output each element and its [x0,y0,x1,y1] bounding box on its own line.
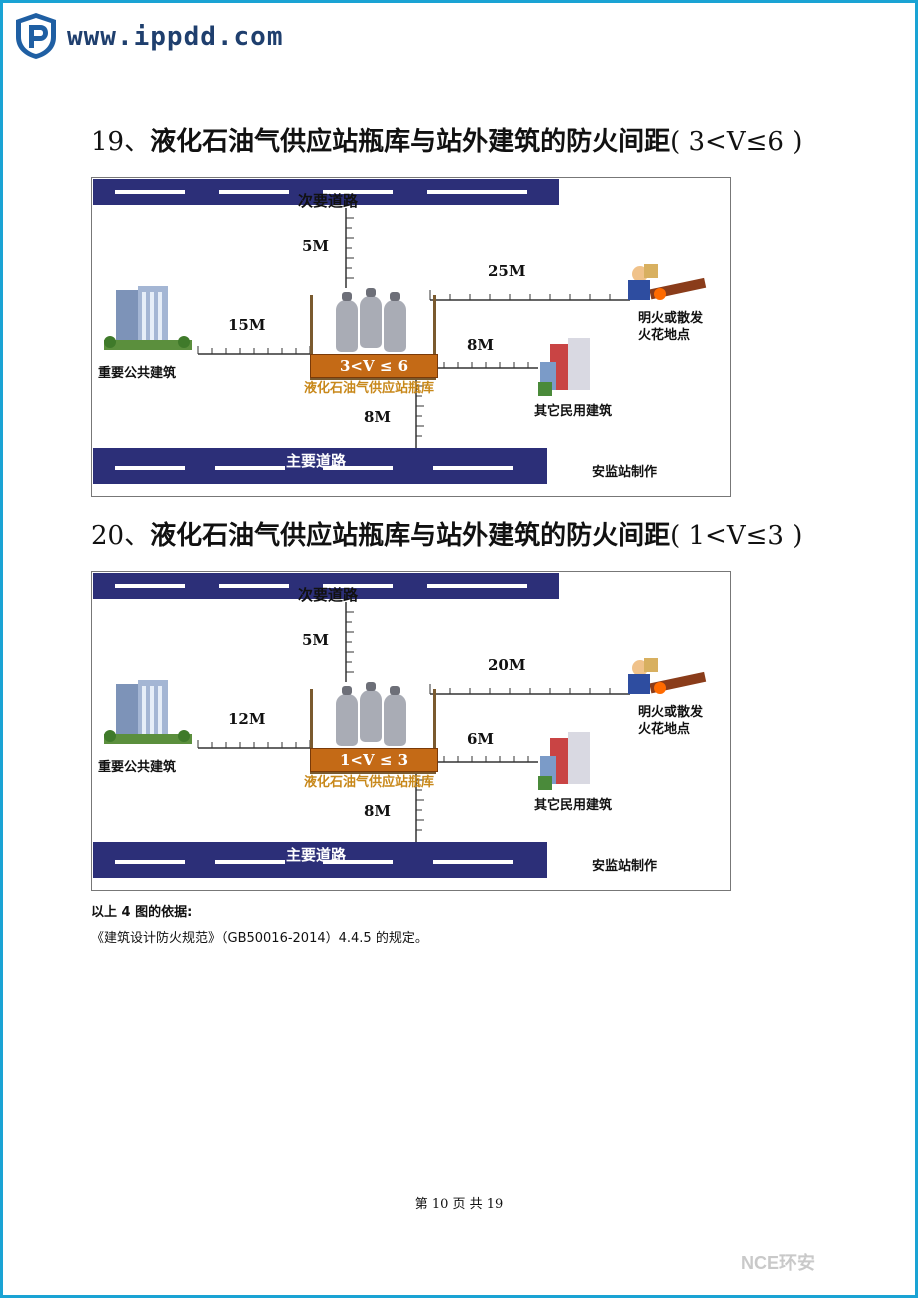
main-road-label: 主要道路 [286,846,347,864]
distance-fire-site: 25M [488,262,526,280]
main-road [93,842,547,878]
figure-19-diagram: 次要道路 5M 25M 15M 8M [91,177,731,497]
lpg-cylinder-icon [336,686,358,746]
distance-secondary-road: 5M [302,631,330,649]
lpg-cylinder-icon [384,686,406,746]
figure-19-title: 19、液化石油气供应站瓶库与站外建筑的防火间距( 3<V≤6 ) [91,121,802,158]
storage-pit [310,689,436,774]
distance-secondary-road: 5M [302,237,330,255]
station-label: 液化石油气供应站瓶库 [304,775,435,790]
civil-building-icon [538,338,590,396]
distance-rulers [197,602,631,842]
capacity-label: 3<V ≤ 6 [310,354,438,378]
welder-fire-icon [628,658,707,694]
title-text: 液化石油气供应站瓶库与站外建筑的防火间距 [150,127,671,157]
lpg-cylinder-icon [360,682,382,742]
title-text: 液化石油气供应站瓶库与站外建筑的防火间距 [150,521,671,551]
distance-public-building: 12M [228,710,266,728]
main-road [93,448,547,484]
secondary-road-label: 次要道路 [298,192,359,210]
page-number: 第 10 页 共 19 [414,1197,504,1212]
civil-building-label: 其它民用建筑 [534,404,613,419]
watermark: NCE环安 [741,1253,816,1273]
basis-text: 《建筑设计防火规范》（GB50016-2014）4.4.5 的规定。 [91,931,428,946]
main-road-label: 主要道路 [286,452,347,470]
secondary-road [93,179,559,205]
lpg-cylinder-icon [360,288,382,348]
fire-site-label: 明火或散发 火花地点 [638,705,704,737]
credit-label: 安监站制作 [592,465,658,480]
distance-rulers [197,208,631,448]
figure-20-diagram: 次要道路 5M 20M 12M 6M 8M 1<V [91,571,731,891]
civil-building-icon [538,732,590,790]
lpg-cylinder-icon [384,292,406,352]
public-building-icon [104,286,192,350]
storage-pit [310,295,436,380]
distance-main-road: 8M [364,802,392,820]
ippdd-logo-icon [16,13,56,59]
distance-civil-building: 8M [467,336,495,354]
civil-building-label: 其它民用建筑 [534,798,613,813]
basis-heading: 以上 4 图的依据: [91,905,193,920]
secondary-road [93,573,559,599]
distance-public-building: 15M [228,316,266,334]
title-number: 20、 [91,521,151,551]
station-label: 液化石油气供应站瓶库 [304,381,435,396]
site-url[interactable]: www.ippdd.com [67,22,284,52]
credit-label: 安监站制作 [592,859,658,874]
distance-main-road: 8M [364,408,392,426]
title-number: 19、 [91,127,151,157]
title-condition: ( 3<V≤6 ) [670,127,803,157]
distance-fire-site: 20M [488,656,526,674]
public-building-icon [104,680,192,744]
secondary-road-label: 次要道路 [298,586,359,604]
capacity-label: 1<V ≤ 3 [310,748,438,772]
figure-20-title: 20、液化石油气供应站瓶库与站外建筑的防火间距( 1<V≤3 ) [91,515,802,552]
lpg-cylinder-icon [336,292,358,352]
distance-civil-building: 6M [467,730,495,748]
welder-fire-icon [628,264,707,300]
public-building-label: 重要公共建筑 [98,366,177,381]
title-condition: ( 1<V≤3 ) [670,521,803,551]
public-building-label: 重要公共建筑 [98,760,177,775]
fire-site-label: 明火或散发 火花地点 [638,311,704,343]
